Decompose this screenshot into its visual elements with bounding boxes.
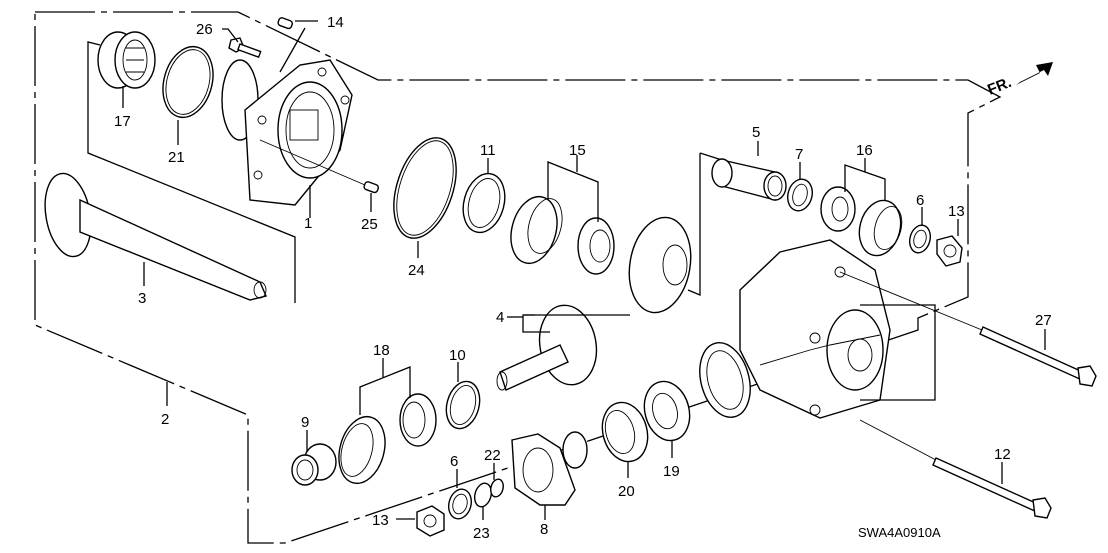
callout-8: 8 (540, 521, 548, 538)
part-14-dowel-pin (277, 17, 294, 30)
group-bracket-top (87, 41, 296, 303)
callout-11: 11 (480, 142, 496, 159)
callout-22: 22 (484, 447, 501, 464)
part-18-tapered-bearing (338, 393, 437, 485)
callout-24: 24 (408, 262, 425, 279)
callout-2: 2 (161, 411, 169, 428)
part-5-collar (711, 158, 787, 201)
transfer-case-housing (699, 239, 891, 419)
part-21-o-ring (162, 45, 214, 119)
callout-26: 26 (196, 21, 213, 38)
callout-25: 25 (361, 216, 378, 233)
part-20-oil-seal (601, 401, 649, 463)
part-6-washer-bottom (447, 488, 473, 520)
callout-18: 18 (373, 342, 390, 359)
part-3-shaft (44, 172, 267, 301)
part-12-bolt (932, 457, 1052, 519)
callout-10: 10 (449, 347, 466, 364)
callout-7: 7 (795, 146, 803, 163)
callout-15: 15 (569, 142, 586, 159)
part-23-o-ring (473, 482, 493, 508)
callout-16: 16 (856, 142, 873, 159)
callout-13-bottom: 13 (372, 512, 389, 529)
callout-6-top: 6 (916, 192, 924, 209)
part-15-tapered-bearing (510, 195, 615, 275)
callout-1: 1 (304, 215, 312, 232)
callout-23: 23 (473, 525, 490, 542)
callout-19: 19 (663, 463, 680, 480)
part-17-needle-bearing (97, 31, 156, 89)
callout-17: 17 (114, 113, 131, 130)
front-direction-indicator: FR. (985, 62, 1053, 99)
callout-20: 20 (618, 483, 635, 500)
part-1-housing (221, 59, 353, 206)
part-13-nut-bottom (416, 505, 445, 537)
callout-27: 27 (1035, 312, 1052, 329)
callout-9: 9 (301, 414, 309, 431)
callout-13-top: 13 (948, 203, 965, 220)
callout-4: 4 (496, 309, 504, 326)
front-arrow-icon (1016, 62, 1053, 85)
part-26-bolt (228, 37, 262, 59)
front-label: FR. (985, 74, 1014, 99)
part-6-washer-top (908, 224, 932, 254)
part-13-nut-top (936, 235, 963, 267)
part-8-flange-housing (511, 431, 588, 506)
part-11-shim (462, 172, 506, 234)
group-boundary-2 (34, 11, 1002, 544)
part-16-tapered-bearing (820, 186, 903, 257)
callout-6-bottom: 6 (450, 453, 458, 470)
diagram-code: SWA4A0910A (858, 525, 941, 540)
part-27-bolt (979, 326, 1097, 387)
callout-3: 3 (138, 290, 146, 307)
part-25-dowel-pin (363, 181, 380, 194)
part-24-o-ring (393, 137, 457, 239)
callout-5: 5 (752, 124, 760, 141)
callout-12: 12 (994, 446, 1011, 463)
part-7-washer (786, 178, 814, 212)
callout-14: 14 (327, 14, 344, 31)
callout-21: 21 (168, 149, 185, 166)
part-9-bushing (291, 443, 337, 486)
part-4-gear-set (496, 216, 692, 391)
part-22-o-ring (490, 478, 504, 498)
